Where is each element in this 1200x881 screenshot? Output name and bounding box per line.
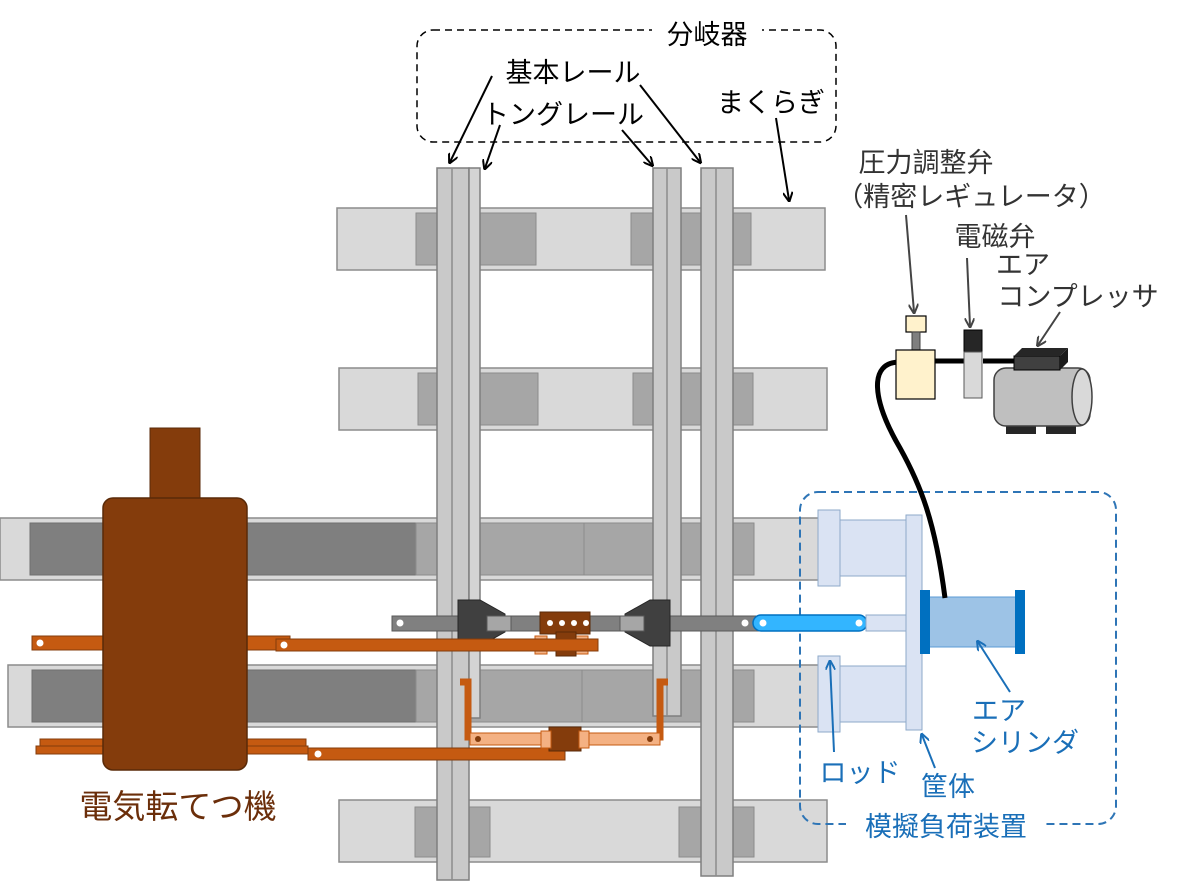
gray-rod (391, 615, 793, 632)
blue-rod (752, 614, 868, 632)
label-pressure-valve-sub: （精密レギュレータ） (836, 182, 1105, 213)
left-stock-rail (436, 167, 470, 881)
turnout-boundary (416, 29, 837, 143)
air-cylinder-body (927, 596, 1017, 648)
label-air-compressor-2: コンプレッサ (997, 282, 1158, 313)
label-sleeper: まくらぎ (717, 88, 825, 119)
housing-plate (905, 514, 923, 731)
point-machine-body (102, 497, 248, 771)
label-air-cylinder-1: エア (972, 696, 1026, 727)
label-stock-rail: 基本レール (506, 58, 641, 89)
label-solenoid-valve: 電磁弁 (955, 222, 1036, 253)
simulated-load-device (752, 491, 1117, 825)
label-air-cylinder-2: シリンダ (971, 728, 1079, 759)
air-compressor (993, 348, 1093, 434)
label-tongue-rail: トングレール (482, 100, 644, 131)
label-simulated-load-device: 模擬負荷装置 (865, 812, 1027, 843)
left-tongue-rail (468, 167, 481, 719)
leader-arrows (450, 75, 789, 200)
solenoid-valve (963, 329, 983, 399)
label-air-compressor-1: エア (996, 250, 1050, 281)
label-turnout: 分岐器 (667, 20, 748, 51)
label-point-machine: 電気転てつ機 (79, 787, 276, 826)
sleeper-1 (336, 207, 826, 271)
air-hose (875, 359, 948, 599)
pressure-regulator (895, 315, 936, 400)
right-stock-rail (700, 167, 734, 877)
label-rod: ロッド (820, 758, 901, 789)
point-machine (102, 427, 248, 771)
sleeper-2 (338, 367, 828, 431)
label-pressure-valve: 圧力調整弁 (859, 148, 994, 179)
label-housing: 筐体 (921, 772, 975, 803)
